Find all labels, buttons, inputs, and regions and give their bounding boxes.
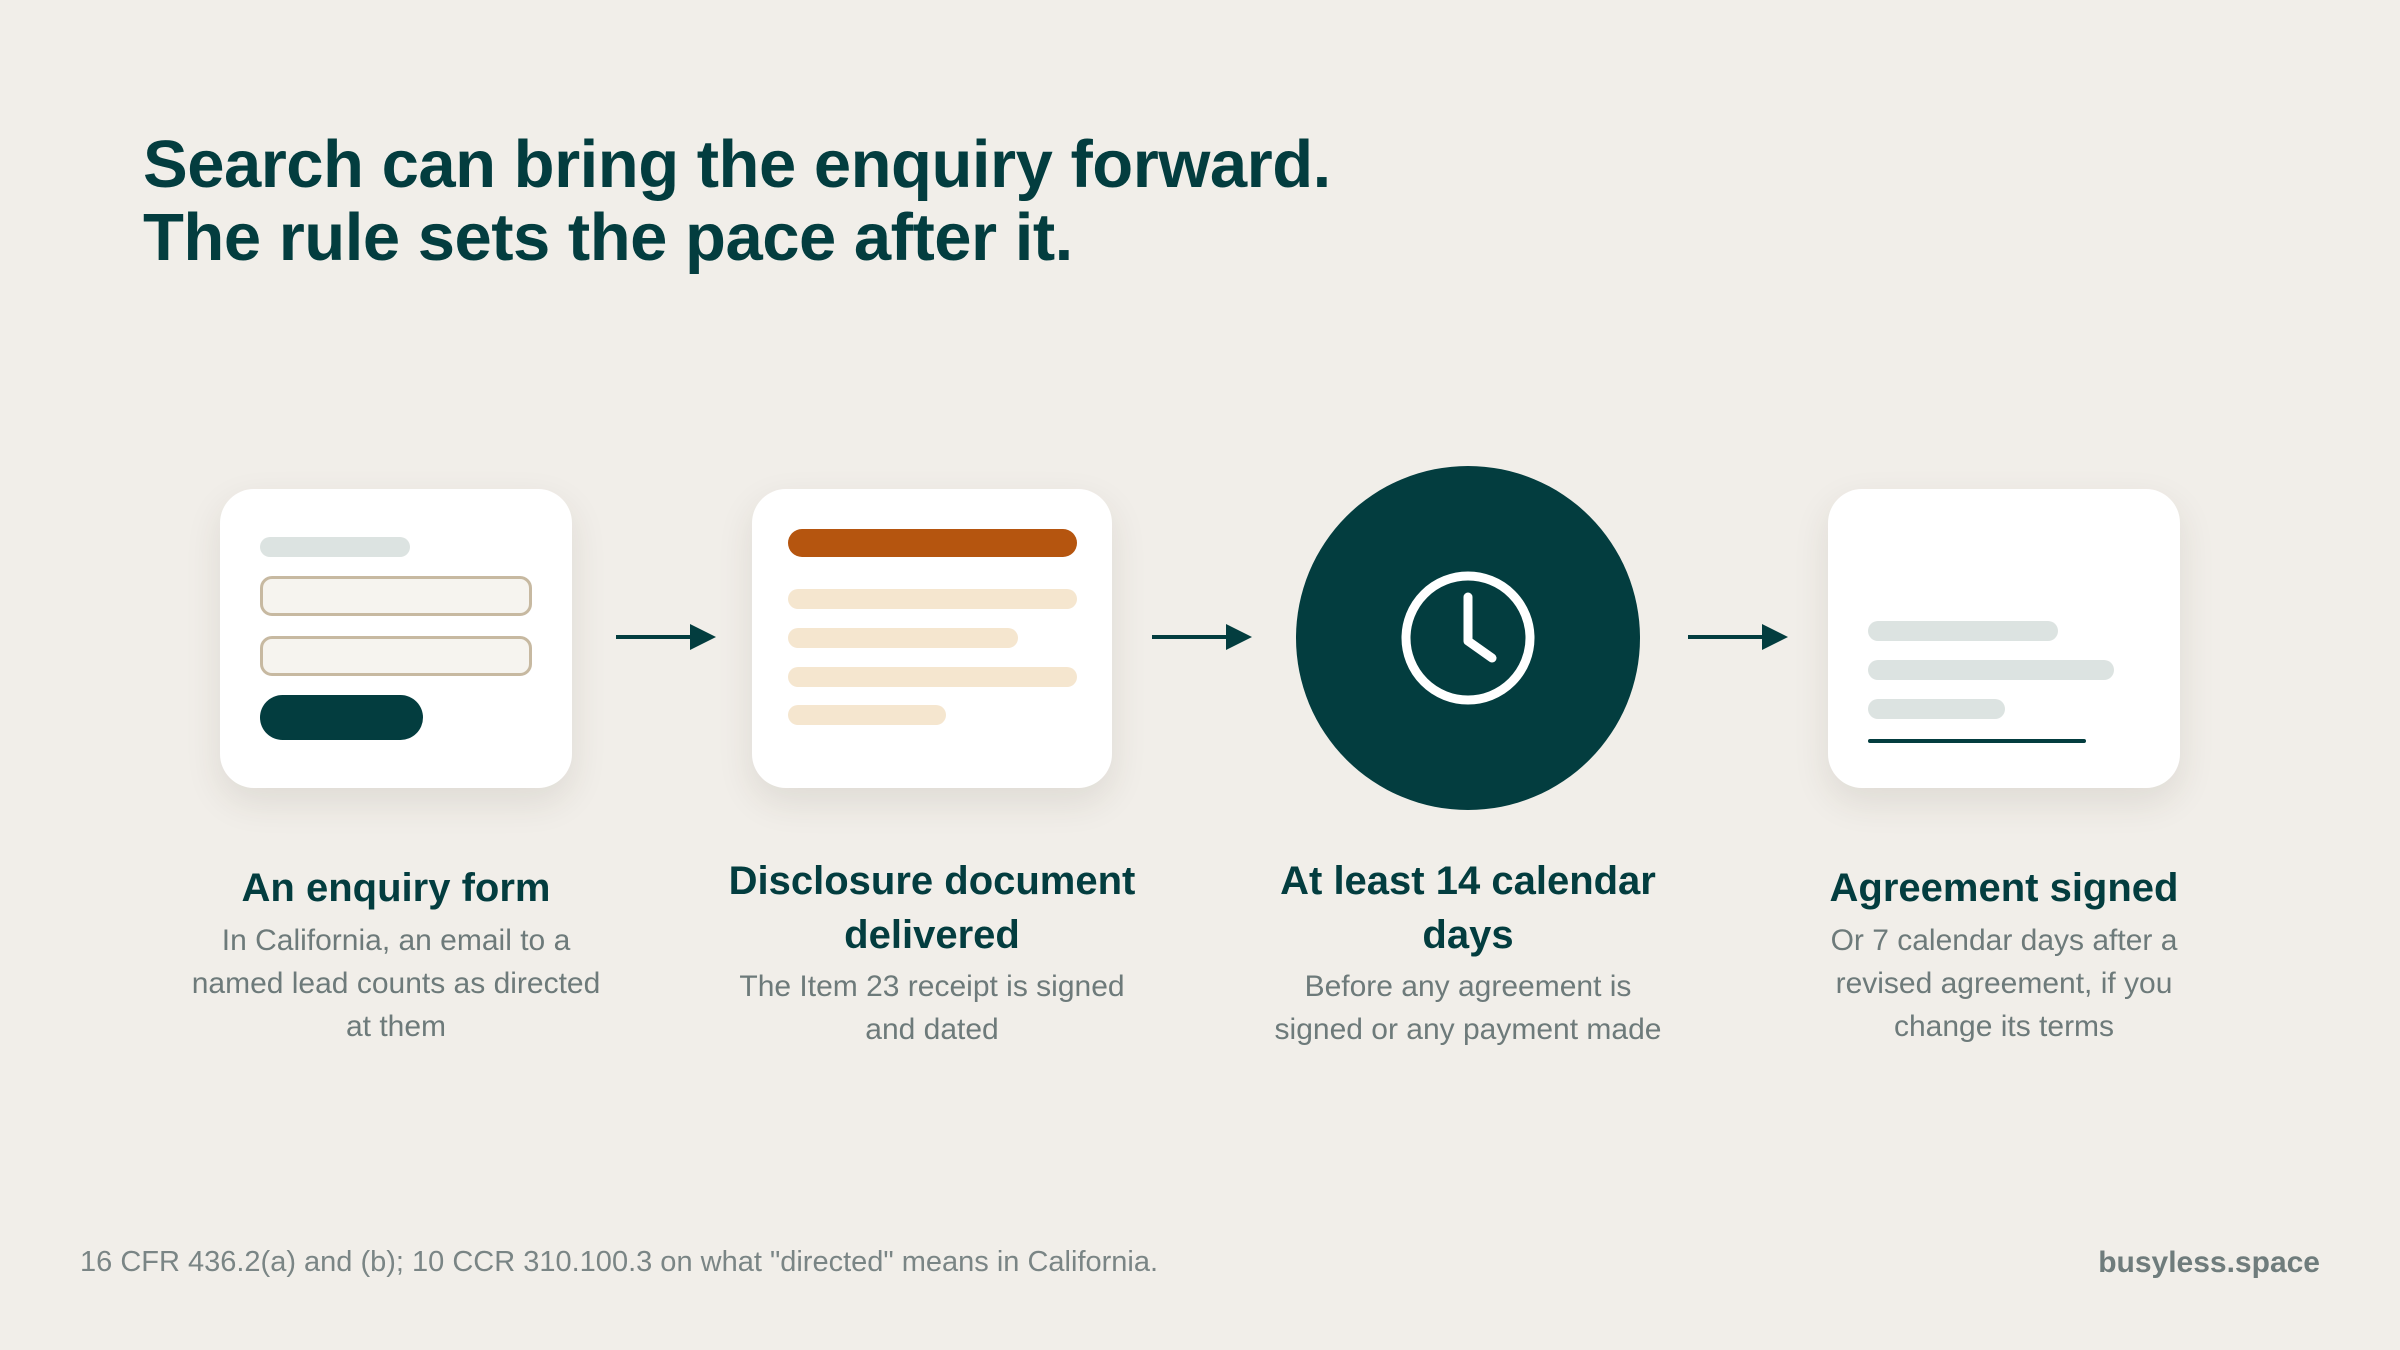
step-title: An enquiry form bbox=[241, 866, 551, 910]
form-field-1 bbox=[260, 576, 532, 616]
arrow-right-icon bbox=[1152, 624, 1252, 650]
title-line-2: The rule sets the pace after it. bbox=[143, 200, 1073, 275]
step-title: At least 14 calendar days bbox=[1280, 859, 1656, 957]
footnote: 16 CFR 436.2(a) and (b); 10 CCR 310.100.… bbox=[80, 1246, 1159, 1278]
document-line-2 bbox=[788, 628, 1018, 648]
form-submit-shape bbox=[260, 695, 423, 740]
document-line-1 bbox=[788, 589, 1077, 609]
disclosure-document-icon bbox=[752, 489, 1112, 788]
brand-name: busyless.space bbox=[2098, 1246, 2320, 1279]
step-description: The Item 23 receipt is signed and dated bbox=[739, 970, 1125, 1046]
arrow-right-icon bbox=[616, 624, 716, 650]
form-field-2 bbox=[260, 636, 532, 676]
page-title: Search can bring the enquiry forward. Th… bbox=[143, 128, 1331, 274]
enquiry-form-icon bbox=[220, 489, 572, 788]
signed-agreement-icon bbox=[1828, 489, 2180, 788]
step-description: In California, an email to a named lead … bbox=[191, 924, 601, 1043]
clock-icon bbox=[1401, 571, 1535, 705]
document-line-4 bbox=[788, 705, 946, 725]
agreement-line-3 bbox=[1868, 699, 2005, 719]
step-title: Agreement signed bbox=[1829, 866, 2179, 910]
agreement-line-2 bbox=[1868, 660, 2114, 680]
arrow-right-icon bbox=[1688, 624, 1788, 650]
clock-badge bbox=[1296, 466, 1640, 810]
step-enquiry-form: An enquiry form In California, an email … bbox=[186, 861, 606, 1048]
step-title: Disclosure document delivered bbox=[728, 859, 1136, 957]
step-description: Or 7 calendar days after a revised agree… bbox=[1830, 924, 2178, 1043]
form-label-line bbox=[260, 537, 410, 557]
step-disclosure-document: Disclosure document delivered The Item 2… bbox=[722, 854, 1142, 1051]
step-agreement-signed: Agreement signed Or 7 calendar days afte… bbox=[1794, 861, 2214, 1048]
step-description: Before any agreement is signed or any pa… bbox=[1274, 970, 1662, 1046]
agreement-line-1 bbox=[1868, 621, 2058, 641]
document-header-bar bbox=[788, 529, 1077, 557]
document-line-3 bbox=[788, 667, 1077, 687]
step-waiting-period: At least 14 calendar days Before any agr… bbox=[1258, 854, 1678, 1051]
signature-line bbox=[1868, 739, 2086, 743]
title-line-1: Search can bring the enquiry forward. bbox=[143, 127, 1331, 202]
